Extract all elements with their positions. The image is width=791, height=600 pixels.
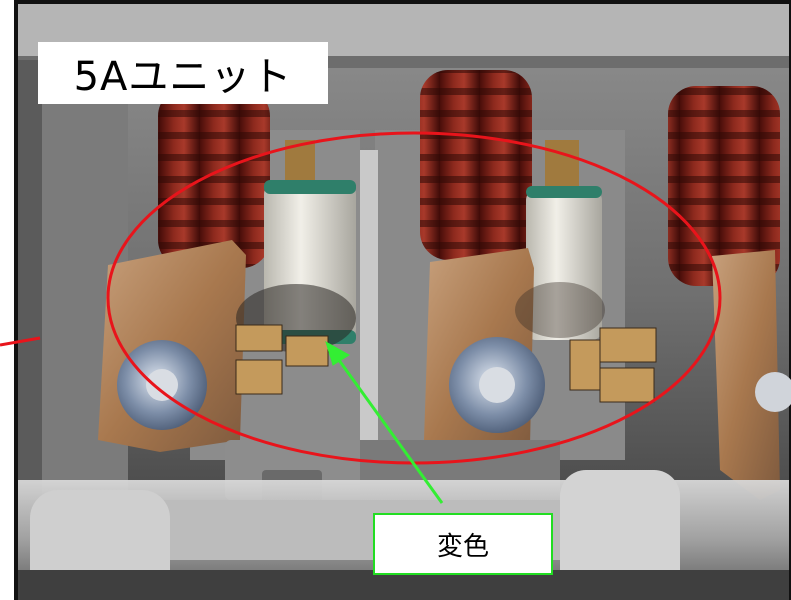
pointer-arrow <box>325 340 444 504</box>
callout-line <box>0 336 41 347</box>
discoloration-label: 変色 <box>373 513 553 575</box>
unit-title-label: 5Aユニット <box>38 42 328 104</box>
